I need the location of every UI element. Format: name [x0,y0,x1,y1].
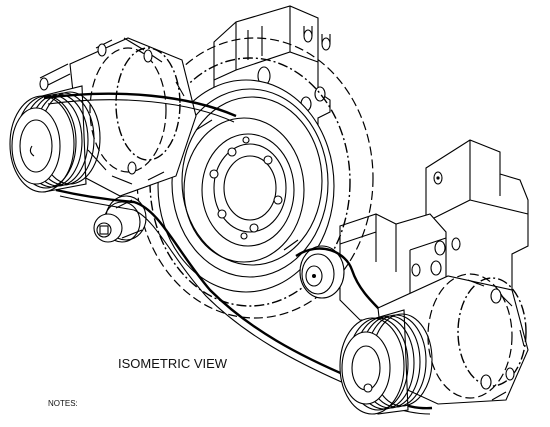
crank-pulley-assembly [136,37,374,319]
center-idler-pulley [299,245,345,299]
notes-label: NOTES: [48,399,78,408]
right-grooved-pulley [339,309,433,415]
left-idler-pulley [93,195,147,243]
left-grooved-pulley [9,85,101,193]
isometric-view-label: ISOMETRIC VIEW [118,356,228,371]
right-compressor [377,273,529,405]
left-compressor [39,37,197,197]
